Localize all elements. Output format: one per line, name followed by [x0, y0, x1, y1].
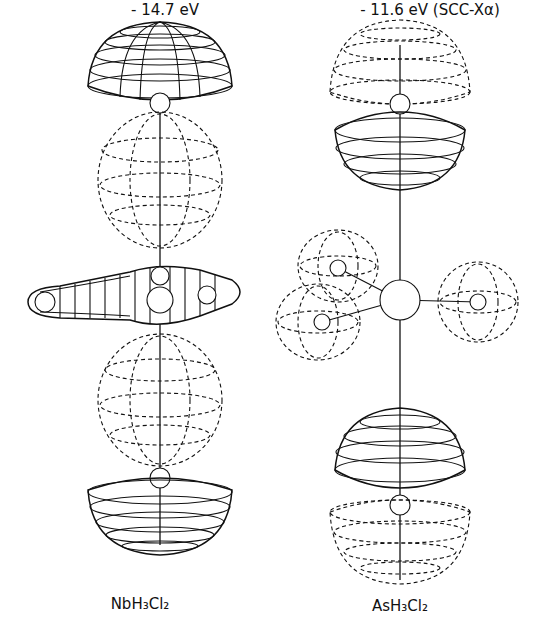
- dashed-lobe: [98, 112, 222, 248]
- dashed-lobe: [330, 20, 470, 104]
- energy-label: - 14.7 eV: [131, 2, 199, 19]
- solid-lobe: [88, 22, 232, 100]
- dashed-lobe: [330, 500, 470, 584]
- molecule-label: NbH₃Cl₂: [111, 596, 170, 613]
- dashed-lobe: [98, 334, 222, 466]
- solid-lobe: [335, 112, 465, 190]
- energy-label: - 11.6 eV (SCC-Xα): [360, 2, 500, 19]
- solid-ring: [28, 266, 240, 324]
- dashed-lobe: [276, 230, 518, 360]
- solid-lobe: [88, 478, 232, 555]
- solid-lobe: [335, 408, 465, 488]
- molecule-label: AsH₃Cl₂: [372, 598, 428, 615]
